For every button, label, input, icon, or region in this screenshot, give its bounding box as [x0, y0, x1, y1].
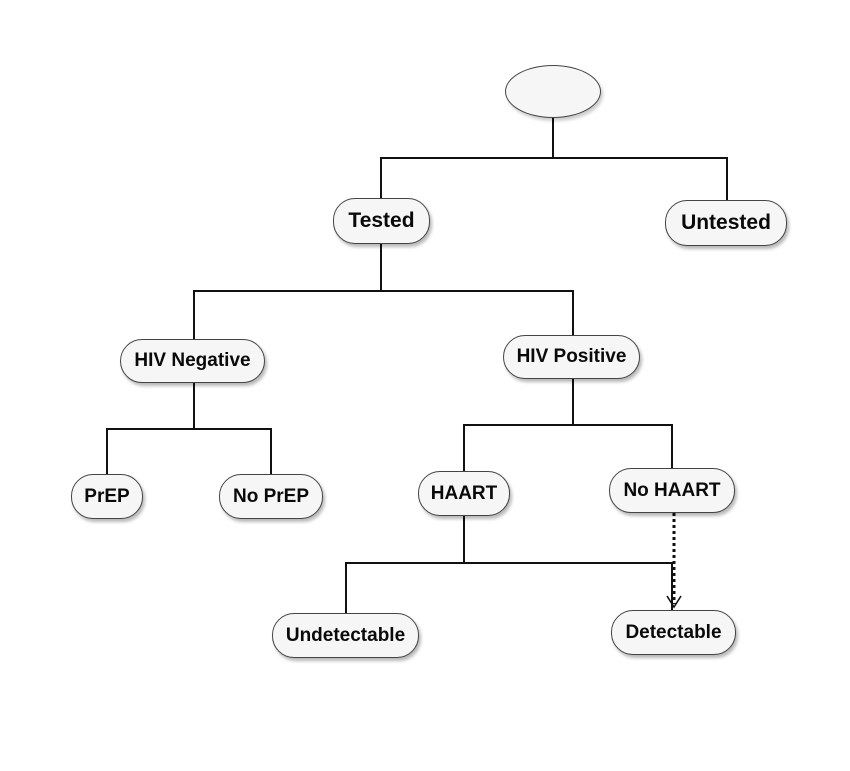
- node-untested: Untested: [665, 200, 787, 246]
- edge-root-untested: [553, 157, 728, 200]
- node-undetectable: Undetectable: [272, 613, 419, 658]
- edge-haart-detectable: [464, 562, 673, 610]
- node-hiv-positive: HIV Positive: [503, 335, 640, 379]
- edge-haart-undetectable: [345, 516, 465, 613]
- root-node: [505, 65, 601, 118]
- node-hiv-negative: HIV Negative: [120, 339, 265, 383]
- node-no-prep: No PrEP: [219, 474, 323, 519]
- edge-hiv-negative-prep: [106, 383, 195, 474]
- node-untested-label: Untested: [681, 211, 771, 234]
- node-detectable-label: Detectable: [625, 621, 722, 643]
- node-no-prep-label: No PrEP: [232, 485, 310, 507]
- node-hiv-negative-label: HIV Negative: [134, 350, 251, 371]
- node-prep-label: PrEP: [84, 485, 130, 507]
- edge-tested-hiv-positive: [381, 290, 574, 335]
- node-haart-label: HAART: [430, 482, 498, 504]
- node-no-haart-label: No HAART: [623, 479, 721, 501]
- node-prep: PrEP: [71, 474, 143, 519]
- edge-hiv-positive-haart: [463, 379, 574, 471]
- node-tested-label: Tested: [348, 209, 415, 232]
- arrow-head-icon: [666, 595, 682, 609]
- edge-root-tested: [380, 118, 554, 198]
- node-haart: HAART: [418, 471, 510, 516]
- node-detectable: Detectable: [611, 610, 736, 655]
- edge-hiv-positive-no-haart: [573, 424, 673, 468]
- node-no-haart: No HAART: [609, 468, 735, 513]
- edge-tested-hiv-negative: [193, 244, 382, 339]
- edge-hiv-negative-no-prep: [194, 428, 272, 474]
- node-tested: Tested: [333, 198, 430, 244]
- node-hiv-positive-label: HIV Positive: [516, 346, 627, 367]
- node-undetectable-label: Undetectable: [285, 624, 406, 646]
